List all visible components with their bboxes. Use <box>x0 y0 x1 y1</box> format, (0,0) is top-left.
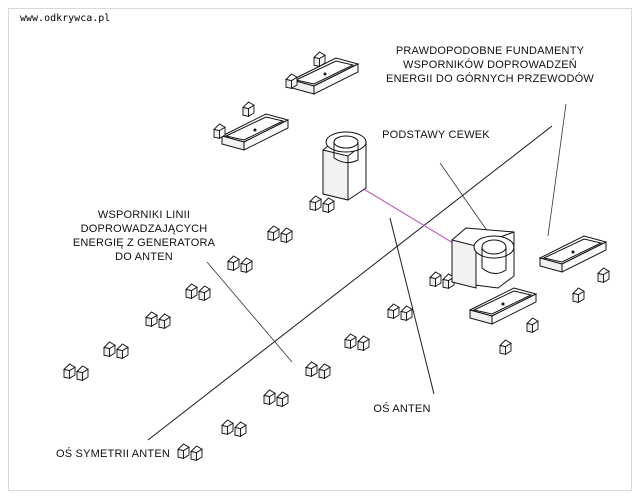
label-antenna-axis: OŚ ANTEN <box>373 403 431 415</box>
support-block <box>357 335 370 352</box>
label-line: PRAWDOPODOBNE FUNDAMENTY <box>395 45 585 57</box>
label-symmetry-axis: OŚ SYMETRII ANTEN <box>56 448 171 460</box>
support-block <box>322 197 335 214</box>
support-block <box>213 123 226 140</box>
coil-base-upper <box>322 131 367 201</box>
leader-foundations <box>547 103 567 237</box>
support-block <box>263 389 276 406</box>
supports-group <box>63 51 610 462</box>
watermark-text: www.odkrywca.pl <box>20 13 111 24</box>
label-line: WSPORNIKI LINII <box>97 209 191 221</box>
leader-coil-bases <box>439 162 489 233</box>
label-line: DOPROWADZAJĄCYCH <box>80 223 208 235</box>
support-block <box>190 445 203 462</box>
support-block <box>185 283 198 300</box>
support-block <box>116 343 129 360</box>
label-supports: WSPORNIKI LINII DOPROWADZAJĄCYCH ENERGIĘ… <box>52 208 236 264</box>
label-line: DO ANTEN <box>115 251 173 263</box>
support-block <box>267 225 280 242</box>
support-block <box>572 287 585 304</box>
support-block <box>285 73 298 90</box>
label-line: ENERGII DO GÓRNYCH PRZEWODÓW <box>386 73 594 85</box>
support-block <box>234 421 247 438</box>
symmetry-axis-line <box>147 125 553 441</box>
support-block <box>76 365 89 382</box>
coil-base-lower <box>451 227 515 289</box>
support-block <box>198 285 211 302</box>
support-block <box>313 51 326 68</box>
support-block <box>177 443 190 460</box>
support-block <box>63 363 76 380</box>
support-block <box>242 101 255 118</box>
foundation-tray <box>468 287 538 325</box>
support-block <box>158 313 171 330</box>
label-coil-bases: PODSTAWY CEWEK <box>382 129 490 141</box>
support-block <box>499 339 512 356</box>
support-block <box>400 305 413 322</box>
support-block <box>145 311 158 328</box>
support-block <box>276 391 289 408</box>
support-block <box>429 271 442 288</box>
leader-support-line <box>206 261 293 363</box>
support-block <box>318 363 331 380</box>
foundation-tray <box>290 57 360 95</box>
label-line: ENERGIĘ Z GENERATORA <box>72 237 216 249</box>
support-block <box>280 227 293 244</box>
foundation-tray <box>220 113 290 151</box>
coil-connection-cable <box>361 187 459 247</box>
support-block <box>240 257 253 274</box>
support-block <box>309 195 322 212</box>
label-line: WSPORNIKÓW DOPROWADZEŃ <box>403 59 577 71</box>
foundations-group <box>220 57 608 325</box>
support-block <box>103 341 116 358</box>
support-block <box>387 303 400 320</box>
support-block <box>442 273 455 290</box>
support-block <box>344 333 357 350</box>
antenna-axis-line <box>389 217 435 395</box>
label-probable-foundations: PRAWDOPODOBNE FUNDAMENTY WSPORNIKÓW DOPR… <box>370 44 610 86</box>
foundation-tray <box>538 235 608 273</box>
support-block <box>221 419 234 436</box>
support-block <box>597 267 610 284</box>
support-block <box>227 255 240 272</box>
support-block <box>526 317 539 334</box>
support-block <box>305 361 318 378</box>
